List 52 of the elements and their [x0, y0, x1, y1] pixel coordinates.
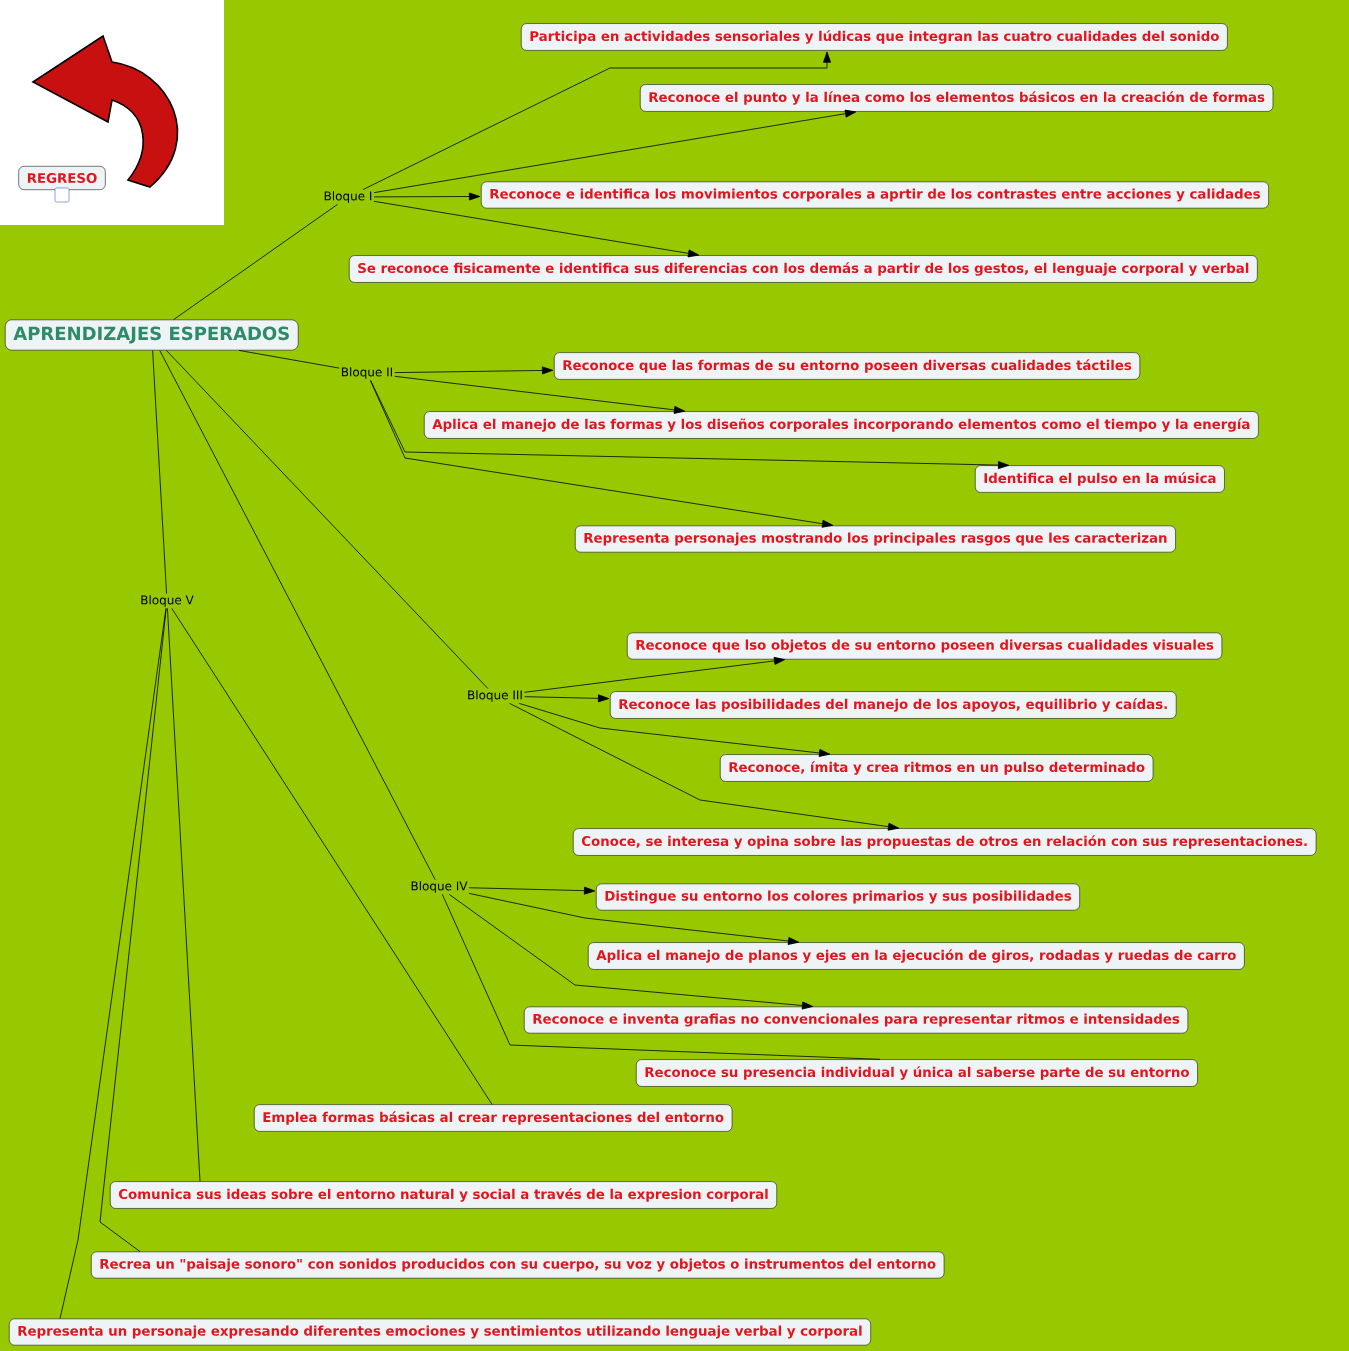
connector-line [152, 350, 167, 594]
learning-outcome-box: Comunica sus ideas sobre el entorno natural y social a través de la expresion corporal [110, 1181, 777, 1209]
arrow [468, 886, 596, 895]
learning-outcome-box: Reconoce el punto y la línea como los elementos básicos en la creación de formas [640, 84, 1274, 112]
learning-outcome-box: Se reconoce fisicamente e identifica sus diferencias con los demás a partir de los gestos, el lenguaje corporal y verbal [349, 255, 1258, 283]
learning-outcome-box: Representa un personaje expresando diferentes emociones y sentimientos utilizando lenguaje verbal y corporal [9, 1318, 871, 1346]
arrow [524, 694, 610, 703]
learning-outcome-box: Reconoce e inventa grafias no convencionales para representar ritmos e intensidades [524, 1006, 1189, 1034]
arrow [373, 200, 700, 258]
arrow [362, 51, 831, 190]
connector-line [59, 608, 167, 1319]
arrow [468, 893, 800, 945]
learning-outcome-box: Aplica el manejo de las formas y los diseños corporales incorporando elementos como el tiempo y la energía [424, 411, 1259, 439]
branch-label: Bloque III [468, 690, 522, 702]
learning-outcome-box: Recrea un "paisaje sonoro" con sonidos producidos con su cuerpo, su voz y objetos o instrumentos del entorno [91, 1251, 945, 1279]
branch-label: Bloque IV [411, 881, 468, 893]
main-concept-box: APRENDIZAJES ESPERADOS [5, 319, 299, 351]
connector-line [173, 204, 338, 320]
learning-outcome-box: Reconoce e identifica los movimientos corporales a aprtir de los contrastes entre acciones y calidades [481, 181, 1269, 209]
learning-outcome-box: Reconoce que las formas de su entorno poseen diversas cualidades táctiles [554, 352, 1141, 380]
branch-label: Bloque II [341, 367, 393, 379]
learning-outcome-box: Emplea formas básicas al crear representaciones del entorno [254, 1104, 733, 1132]
learning-outcome-box: Reconoce las posibilidades del manejo de los apoyos, equilibrio y caídas. [610, 691, 1177, 719]
connector-line [99, 608, 167, 1252]
learning-outcome-box: Conoce, se interesa y opina sobre las propuestas de otros en relación con sus representaciones. [573, 828, 1317, 856]
back-button: REGRESO [18, 166, 106, 190]
arrow [524, 656, 786, 693]
branch-label: Bloque V [141, 595, 194, 607]
arrow [509, 703, 900, 831]
connector-line [159, 350, 436, 880]
arrow [373, 192, 481, 201]
connector-line [166, 350, 489, 689]
arrow [448, 894, 814, 1010]
learning-outcome-box: Reconoce, ímita y crea ritmos en un pulso determinado [720, 754, 1154, 782]
connector-line [167, 608, 201, 1182]
learning-outcome-box: Participa en actividades sensoriales y lúdicas que integran las cuatro cualidades del sonido [521, 23, 1228, 51]
connector-line [171, 608, 493, 1105]
connector-line [238, 350, 340, 369]
arrow [373, 109, 857, 194]
arrow [369, 380, 834, 528]
arrow [394, 375, 686, 414]
learning-outcome-box: Reconoce su presencia individual y única al saberse parte de su entorno [636, 1059, 1198, 1087]
branch-label: Bloque I [324, 191, 372, 203]
learning-outcome-box: Distingue su entorno los colores primarios y sus posibilidades [596, 883, 1080, 911]
arrow [394, 366, 554, 375]
arrow [370, 380, 1010, 470]
arrow [518, 703, 831, 757]
learning-outcome-box: Representa personajes mostrando los principales rasgos que les caracterizan [575, 525, 1176, 553]
learning-outcome-box: Identifica el pulso en la música [975, 465, 1225, 493]
learning-outcome-box: Reconoce que lso objetos de su entorno poseen diversas cualidades visuales [627, 632, 1223, 660]
connector-line [441, 894, 881, 1060]
learning-outcome-box: Aplica el manejo de planos y ejes en la ejecución de giros, rodadas y ruedas de carro [588, 942, 1245, 970]
